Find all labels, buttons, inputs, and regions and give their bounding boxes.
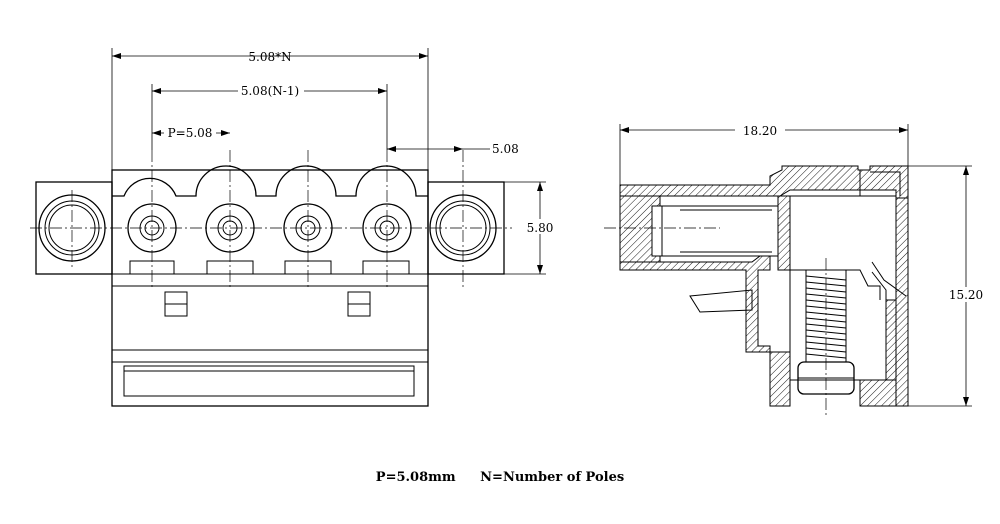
contact-cavity [651, 205, 779, 257]
contact-slot [362, 260, 410, 275]
side-height-label: 15.20 [949, 288, 983, 302]
poles-note: N=Number of Poles [480, 470, 625, 485]
side-depth-label: 18.20 [743, 124, 777, 138]
caption: P=5.08mm N=Number of Poles [0, 470, 1000, 485]
dimension-side-depth: 18.20 [619, 122, 909, 186]
edge-offset-label: 5.08 [492, 142, 519, 156]
front-body [111, 169, 429, 407]
dimension-overall-width: 5.08*N [111, 48, 429, 170]
pitch-span-label: 5.08(N-1) [241, 84, 299, 98]
dimension-pitch-span: 5.08(N-1) [151, 82, 388, 150]
scalloped-profile [112, 165, 428, 197]
overall-width-label: 5.08*N [248, 50, 291, 64]
dimension-pitch: P=5.08 [152, 125, 230, 140]
pitch-note: P=5.08mm [375, 470, 456, 485]
label-recess [123, 365, 415, 397]
dimension-edge-offset: 5.08 [387, 142, 519, 156]
dimension-height: 5.80 [504, 181, 563, 275]
release-lever [689, 289, 753, 313]
pitch-label: P=5.08 [168, 126, 213, 140]
height-label: 5.80 [527, 221, 554, 235]
side-section-view: 18.20 15.20 [604, 122, 990, 416]
dimension-side-height: 15.20 [908, 165, 990, 407]
front-view: 5.08*N 5.08(N-1) P=5.08 5.08 [30, 48, 563, 407]
